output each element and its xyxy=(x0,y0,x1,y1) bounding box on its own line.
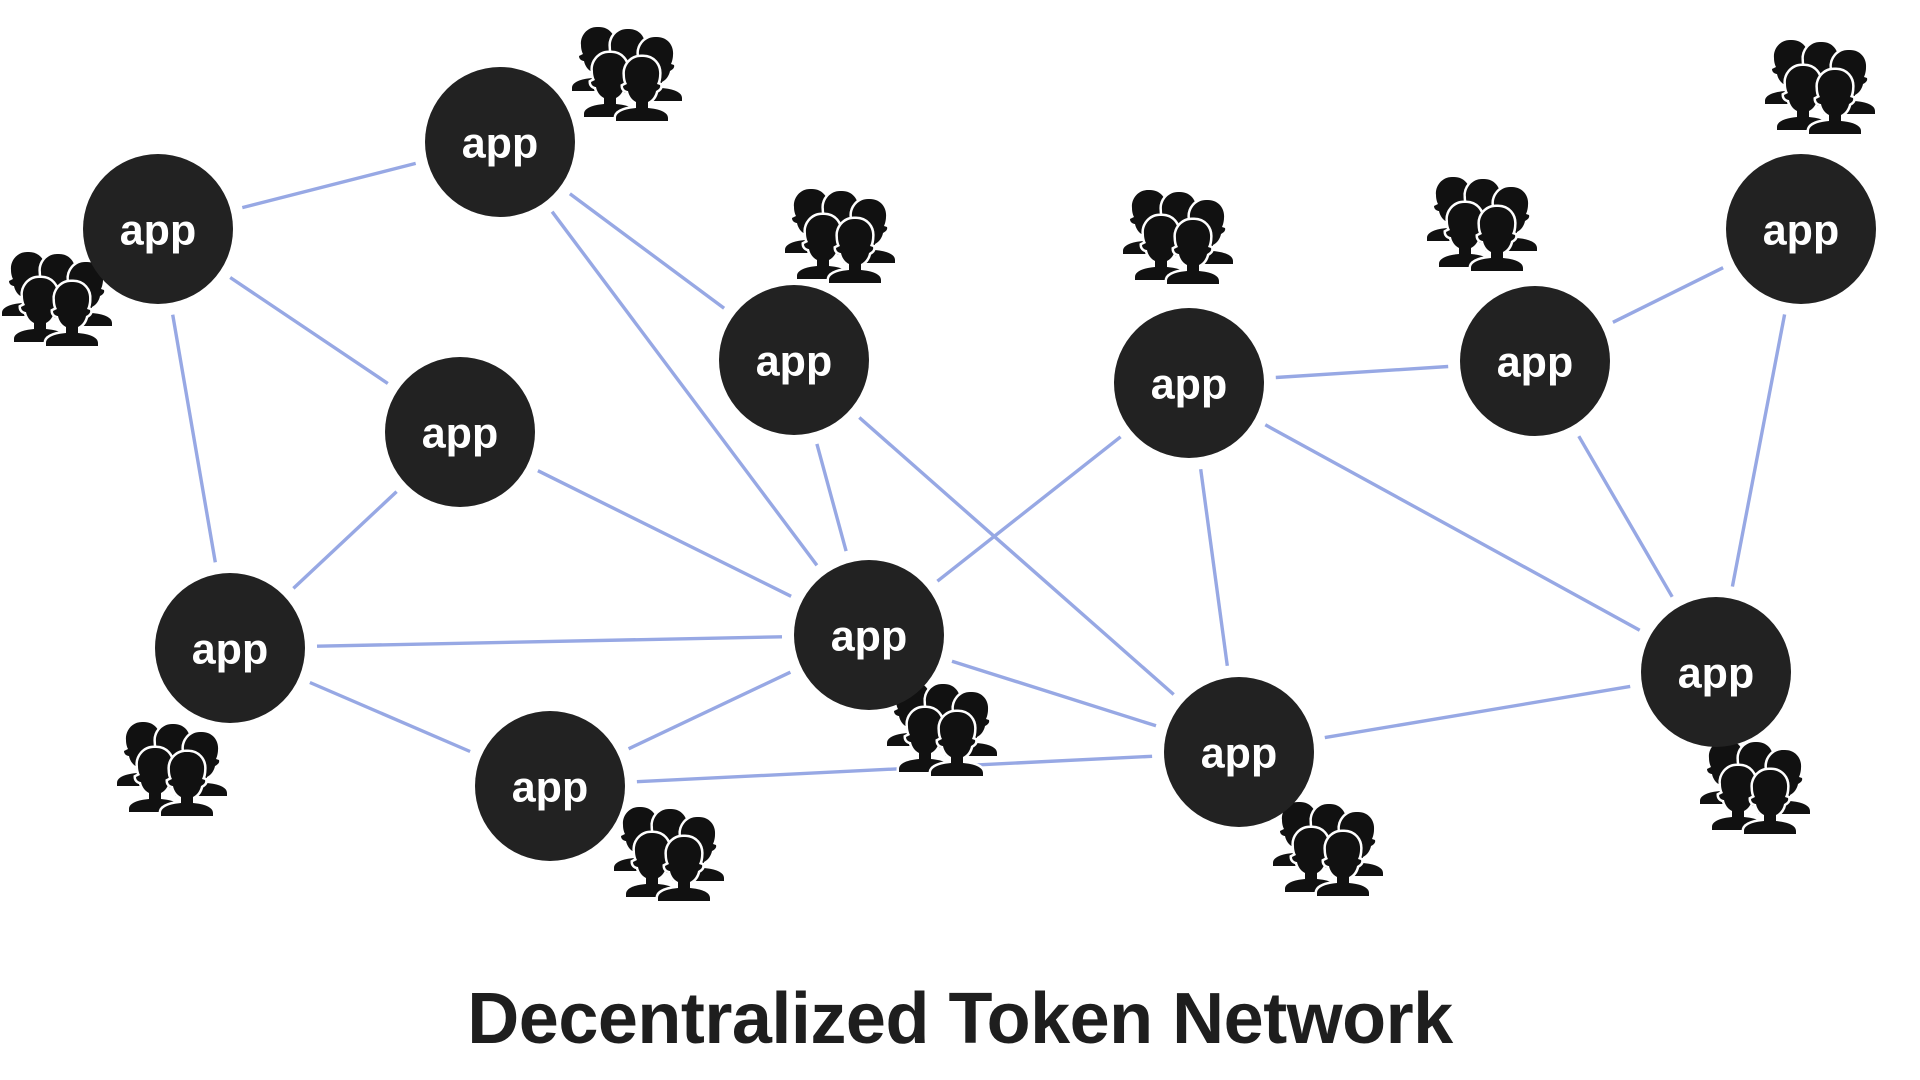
edge-n9-n11 xyxy=(1612,266,1724,324)
app-node-circle xyxy=(425,67,575,217)
app-node-label: app xyxy=(192,625,268,673)
app-node-circle xyxy=(1641,597,1791,747)
edges-layer xyxy=(171,161,1787,784)
app-node-label: app xyxy=(1201,729,1277,777)
diagram-title: Decentralized Token Network xyxy=(467,979,1453,1059)
app-node-circle xyxy=(794,560,944,710)
edge-n7-n5 xyxy=(627,670,792,751)
app-node: app xyxy=(155,573,305,723)
edge-n3-n5 xyxy=(537,469,792,598)
edge-n2-n5 xyxy=(550,210,819,567)
edge-n6-n10 xyxy=(858,416,1175,696)
app-node-label: app xyxy=(422,409,498,457)
app-node-label: app xyxy=(1678,649,1754,697)
app-node-label: app xyxy=(462,119,538,167)
edge-n1-n4 xyxy=(171,314,217,563)
app-node-label: app xyxy=(1497,338,1573,386)
app-node: app xyxy=(83,154,233,304)
edge-n9-n12 xyxy=(1577,435,1674,598)
users-crowd-icon xyxy=(1273,802,1383,896)
edge-n2-n6 xyxy=(568,192,726,310)
app-node: app xyxy=(385,357,535,507)
users-crowd-icon xyxy=(614,807,724,901)
edge-n4-n7 xyxy=(309,680,471,754)
app-node-label: app xyxy=(512,763,588,811)
edge-n8-n12 xyxy=(1264,423,1641,632)
nodes-layer: app app app app app app app app app app app app xyxy=(83,67,1876,861)
app-node-circle xyxy=(155,573,305,723)
app-node: app xyxy=(794,560,944,710)
app-node-circle xyxy=(475,711,625,861)
app-node-label: app xyxy=(831,612,907,660)
edge-n1-n3 xyxy=(229,276,389,385)
users-crowd-icon xyxy=(785,189,895,283)
app-node-circle xyxy=(1114,308,1264,458)
app-node-label: app xyxy=(756,337,832,385)
edge-n8-n9 xyxy=(1275,364,1449,380)
edge-n5-n10 xyxy=(951,659,1157,728)
app-node-circle xyxy=(719,285,869,435)
users-crowd-icon xyxy=(572,27,682,121)
app-node: app xyxy=(719,285,869,435)
users-crowd-icon xyxy=(1427,177,1537,271)
app-node-circle xyxy=(83,154,233,304)
users-crowd-icon xyxy=(117,722,227,816)
edge-n3-n4 xyxy=(292,490,398,590)
edge-n1-n2 xyxy=(241,161,417,210)
edge-n5-n8 xyxy=(936,435,1122,583)
app-node: app xyxy=(1460,286,1610,436)
app-node: app xyxy=(475,711,625,861)
app-node-label: app xyxy=(1763,206,1839,254)
app-node-circle xyxy=(1460,286,1610,436)
app-node-circle xyxy=(385,357,535,507)
app-node: app xyxy=(1641,597,1791,747)
app-node: app xyxy=(1114,308,1264,458)
edge-n11-n12 xyxy=(1730,314,1787,587)
users-crowd-icon xyxy=(1765,40,1875,134)
app-node: app xyxy=(1726,154,1876,304)
app-node-label: app xyxy=(120,206,196,254)
users-crowd-icon xyxy=(1700,740,1810,834)
edge-n6-n5 xyxy=(815,443,848,552)
edge-n8-n10 xyxy=(1199,468,1229,667)
app-node: app xyxy=(1164,677,1314,827)
app-node: app xyxy=(425,67,575,217)
app-node-circle xyxy=(1726,154,1876,304)
users-crowd-icon xyxy=(1123,190,1233,284)
app-node-label: app xyxy=(1151,360,1227,408)
edge-n4-n5 xyxy=(316,635,783,648)
app-node-circle xyxy=(1164,677,1314,827)
edge-n7-n10 xyxy=(636,754,1153,784)
edge-n10-n12 xyxy=(1324,684,1631,740)
